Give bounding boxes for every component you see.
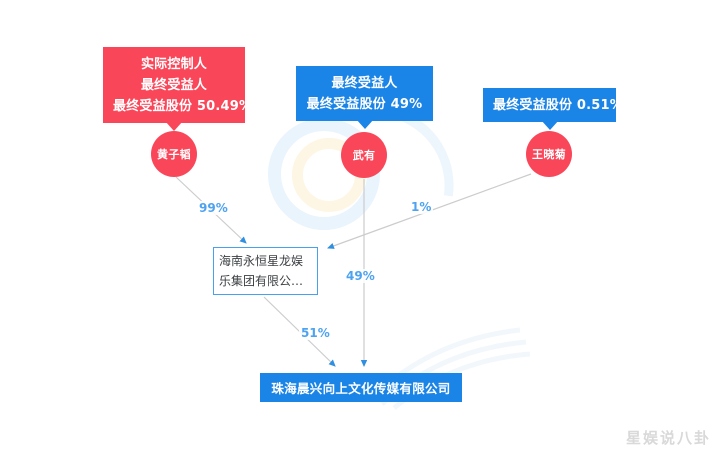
person-node-huangzitao[interactable]: 黄子韬	[151, 131, 197, 177]
tagbox-actual-controller: 实际控制人 最终受益人 最终受益股份 50.49%	[103, 47, 253, 131]
person-wangxiaoju-label: 王晓菊	[532, 148, 566, 161]
tagbox-controller-line-3: 最终受益股份 50.49%	[113, 99, 253, 114]
tagbox-beneficiary-3-pointer-icon	[540, 120, 559, 130]
person-node-wuyou[interactable]: 武有	[341, 132, 387, 178]
entity-node-zhuhai[interactable]: 珠海晨兴向上文化传媒有限公司	[260, 373, 462, 402]
edge-label-hainan-zhuhai: 51%	[299, 326, 332, 340]
tagbox-final-beneficiary-051: 最终受益股份 0.51%	[483, 88, 624, 130]
person-wuyou-label: 武有	[352, 149, 376, 162]
entity-node-hainan[interactable]: 海南永恒星龙娱乐集团有限公…	[213, 247, 318, 295]
corner-watermark: 星娱说八卦	[625, 429, 711, 447]
edge-label-wuyou-zhuhai: 49%	[344, 269, 377, 283]
tagbox-controller-pointer-icon	[165, 121, 183, 131]
person-node-wangxiaoju[interactable]: 王晓菊	[526, 131, 572, 177]
tagbox-beneficiary-2-pointer-icon	[355, 119, 374, 129]
entity-zhuhai-label: 珠海晨兴向上文化传媒有限公司	[271, 381, 451, 396]
entity-hainan-label: 海南永恒星龙娱乐集团有限公…	[219, 254, 304, 288]
tagbox-beneficiary-3-line-1: 最终受益股份 0.51%	[493, 98, 624, 113]
edge-label-wangxiaoju-hainan: 1%	[409, 200, 434, 214]
tagbox-beneficiary-2-line-1: 最终受益人	[331, 76, 398, 91]
tagbox-beneficiary-2-line-2: 最终受益股份 49%	[306, 97, 423, 112]
person-huangzitao-label: 黄子韬	[157, 148, 191, 161]
edge-label-huangzitao-hainan: 99%	[197, 201, 230, 215]
tagbox-controller-line-2: 最终受益人	[140, 78, 207, 93]
tagbox-final-beneficiary-49: 最终受益人 最终受益股份 49%	[296, 66, 433, 129]
tagbox-controller-line-1: 实际控制人	[140, 57, 207, 72]
